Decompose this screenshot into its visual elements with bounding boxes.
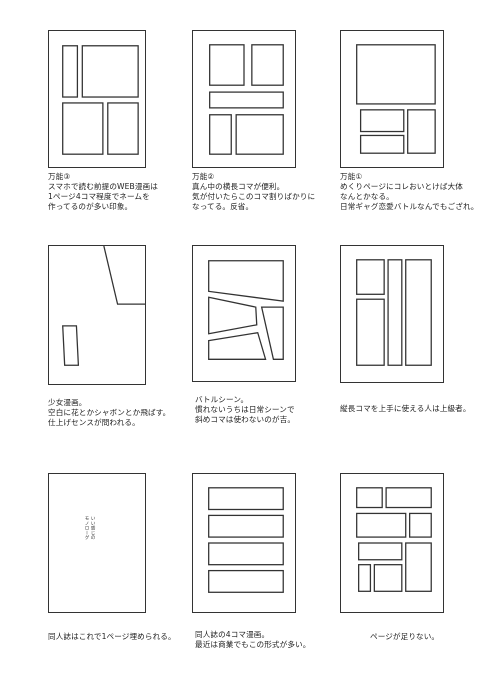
panel-layout-2 bbox=[209, 44, 284, 155]
layout-page-2 bbox=[192, 30, 296, 168]
layout-page-4 bbox=[48, 245, 146, 385]
caption-2: 万能② 真ん中の横長コマが便利。 気が付いたらこのコマ割りばかりに なってる。反… bbox=[192, 172, 316, 211]
panel-layout-1 bbox=[62, 45, 139, 155]
layout-page-9 bbox=[340, 473, 444, 613]
panel-layout-9 bbox=[356, 487, 432, 592]
layout-page-8 bbox=[192, 473, 296, 613]
panel-layout-8 bbox=[208, 487, 284, 593]
caption-8: 同人誌の4コマ漫画。 最近は商業でもこの形式が多い。 bbox=[195, 630, 311, 649]
layout-page-5 bbox=[192, 245, 296, 382]
panel-layout-5 bbox=[208, 260, 284, 360]
caption-1: 万能③ スマホで読む前提のWEB漫画は 1ページ4コマ程度でネームを 作ってるの… bbox=[48, 172, 158, 211]
caption-6: 縦長コマを上手に使える人は上級者。 bbox=[340, 404, 471, 413]
layout-page-1 bbox=[48, 30, 146, 168]
monologue-text: いい感じの モノローグ bbox=[84, 516, 95, 540]
caption-4: 少女漫画。 空白に花とかシャボンとか飛ばす。 仕上げセンスが問われる。 bbox=[48, 398, 171, 427]
panel-layout-6 bbox=[356, 259, 432, 366]
layout-page-6 bbox=[340, 245, 444, 383]
layout-page-7: いい感じの モノローグ bbox=[48, 473, 146, 613]
caption-7: 同人誌はこれで1ページ埋められる。 bbox=[48, 632, 176, 641]
caption-5: バトルシーン。 慣れないうちは日常シーンで 斜めコマは使わないのが吉。 bbox=[195, 395, 296, 424]
panel-layout-4 bbox=[62, 245, 145, 366]
layout-page-3 bbox=[340, 30, 444, 168]
panel-layout-3 bbox=[356, 44, 436, 154]
caption-9: ページが足りない。 bbox=[370, 632, 440, 641]
caption-3: 万能① めくりページにコレおいとけば大体 なんとかなる。 日常ギャグ恋愛バトルな… bbox=[340, 172, 479, 211]
